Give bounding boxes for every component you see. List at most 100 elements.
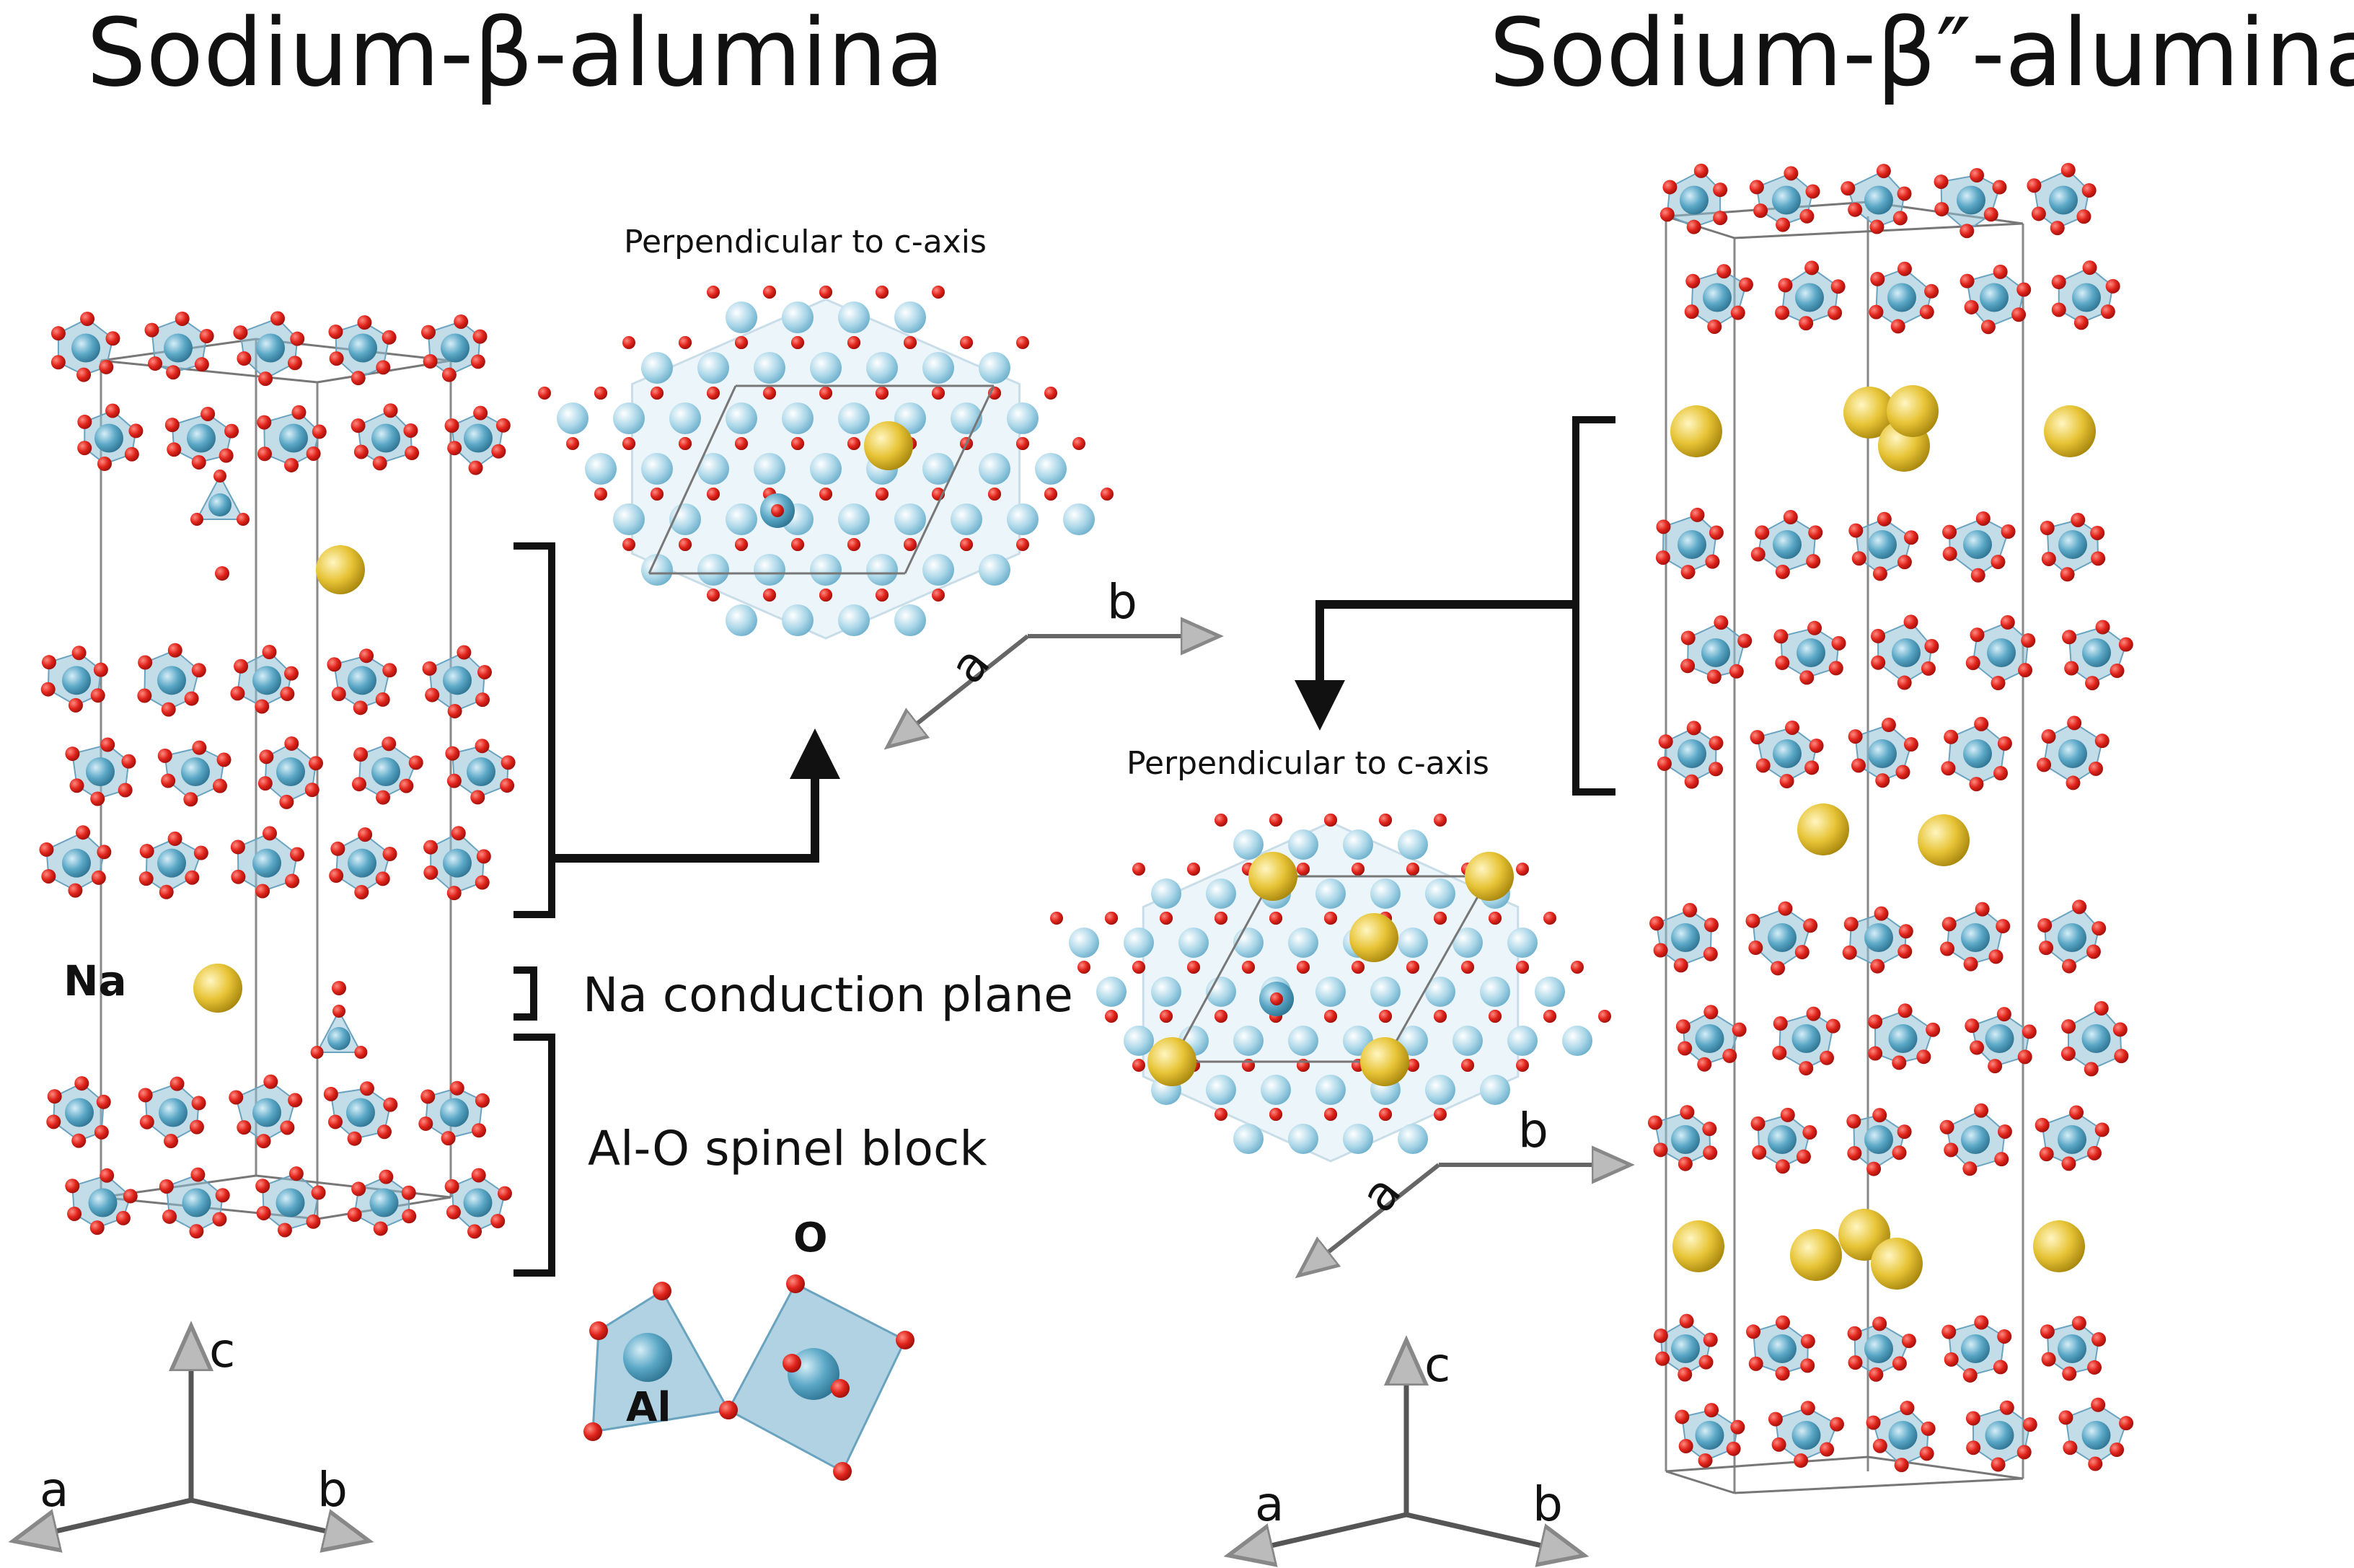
oxygen-atom: [454, 314, 469, 329]
oxygen-atom: [90, 688, 105, 703]
oxygen-atom: [159, 1179, 174, 1194]
aluminum-atom: [1452, 928, 1483, 958]
oxygen-atom: [876, 387, 889, 400]
oxygen-atom: [1703, 1145, 1718, 1160]
oxygen-atom: [1772, 1045, 1787, 1060]
aluminum-atom: [669, 402, 701, 434]
oxygen-atom: [833, 1462, 852, 1481]
aluminum-atom: [1671, 923, 1700, 952]
oxygen-atom: [1988, 949, 2003, 964]
oxygen-atom: [1807, 620, 1822, 635]
aluminum-atom: [810, 554, 842, 586]
oxygen-atom: [497, 1186, 512, 1201]
oxygen-atom: [91, 870, 106, 885]
oxygen-atom: [327, 1114, 343, 1129]
oxygen-atom: [372, 456, 387, 471]
axis-a: [891, 634, 1029, 744]
aluminum-atom: [1961, 1125, 1990, 1154]
aluminum-atom: [1864, 923, 1893, 952]
sodium-atom: [864, 421, 913, 470]
oxygen-atom: [270, 311, 286, 326]
aluminum-atom: [1864, 1125, 1893, 1154]
oxygen-atom: [1970, 568, 1985, 583]
oxygen-atom: [1870, 959, 1885, 974]
oxygen-atom: [1461, 961, 1474, 974]
oxygen-atom: [1702, 1122, 1717, 1137]
oxygen-atom: [1869, 304, 1884, 320]
aluminum-atom: [1703, 283, 1732, 312]
oxygen-atom: [1324, 814, 1337, 827]
oxygen-atom: [308, 756, 323, 771]
left-projection-arrow: [552, 775, 819, 863]
aluminum-atom: [65, 1098, 94, 1127]
oxygen-atom: [594, 488, 607, 501]
sodium-atom: [1843, 387, 1895, 439]
aluminum-atom: [1124, 1026, 1154, 1056]
unit-cell-edge: [100, 359, 318, 384]
oxygen-atom: [2041, 729, 2056, 744]
aluminum-atom: [838, 604, 870, 636]
oxygen-atom: [475, 692, 490, 708]
oxygen-atom: [418, 1116, 433, 1131]
oxygen-atom: [162, 1209, 177, 1224]
conduction-plane-bracket: [513, 966, 537, 1021]
oxygen-atom: [1324, 912, 1337, 925]
oxygen-atom: [1044, 488, 1057, 501]
oxygen-atom: [1802, 1124, 1817, 1140]
oxygen-atom: [1828, 661, 1843, 676]
sodium-atom: [1887, 385, 1939, 437]
oxygen-atom: [161, 702, 176, 717]
oxygen-atom: [495, 418, 511, 433]
oxygen-atom: [1941, 917, 1957, 932]
oxygen-atom: [2110, 664, 2125, 679]
oxygen-atom: [1975, 902, 1990, 917]
oxygen-atom: [76, 367, 92, 382]
oxygen-atom: [1160, 912, 1173, 925]
oxygen-atom: [1647, 1115, 1662, 1130]
aluminum-atom: [1678, 739, 1706, 768]
aluminum-atom: [348, 666, 376, 695]
oxygen-atom: [306, 1214, 321, 1229]
aluminum-atom: [1370, 977, 1401, 1007]
aluminum-atom: [1535, 977, 1565, 1007]
oxygen-atom: [583, 1422, 602, 1441]
unit-cell-edge: [1665, 1455, 1869, 1473]
aluminum-atom: [1124, 928, 1154, 958]
oxygen-atom: [446, 773, 462, 788]
oxygen-atom: [1673, 958, 1688, 973]
oxygen-atom: [144, 322, 159, 338]
oxygen-atom: [1841, 181, 1856, 196]
oxygen-atom: [904, 538, 917, 551]
oxygen-atom: [1809, 738, 1824, 753]
oxygen-atom: [382, 663, 397, 678]
oxygen-atom: [1794, 945, 1809, 960]
oxygen-atom: [1934, 202, 1949, 217]
oxygen-atom: [233, 325, 248, 340]
oxygen-atom: [1516, 1059, 1529, 1072]
oxygen-atom: [329, 351, 344, 366]
aluminum-atom: [1343, 1124, 1373, 1154]
aluminum-atom: [1035, 453, 1067, 485]
oxygen-atom: [1794, 1453, 1809, 1468]
aluminum-atom: [62, 666, 91, 695]
axis-b-label: b: [1107, 574, 1137, 630]
axis-a-label: a: [939, 637, 1001, 694]
aluminum-atom: [346, 1098, 375, 1127]
oxygen-atom: [1875, 773, 1890, 788]
oxygen-atom: [1846, 1114, 1861, 1129]
axis-c-label: c: [209, 1323, 235, 1378]
oxygen-atom: [2037, 757, 2052, 772]
aluminum-atom: [1288, 1026, 1318, 1056]
oxygen-atom: [115, 1210, 131, 1225]
oxygen-atom: [1675, 1019, 1690, 1034]
oxygen-atom: [1187, 863, 1200, 876]
oxygen-atom: [41, 655, 56, 670]
oxygen-atom: [164, 418, 180, 433]
oxygen-atom: [200, 406, 216, 421]
oxygen-atom: [212, 1212, 227, 1227]
oxygen-atom: [1132, 961, 1145, 974]
aluminum-atom: [1507, 1026, 1538, 1056]
aluminum-atom: [348, 848, 376, 878]
oxygen-atom: [1944, 1142, 1959, 1158]
